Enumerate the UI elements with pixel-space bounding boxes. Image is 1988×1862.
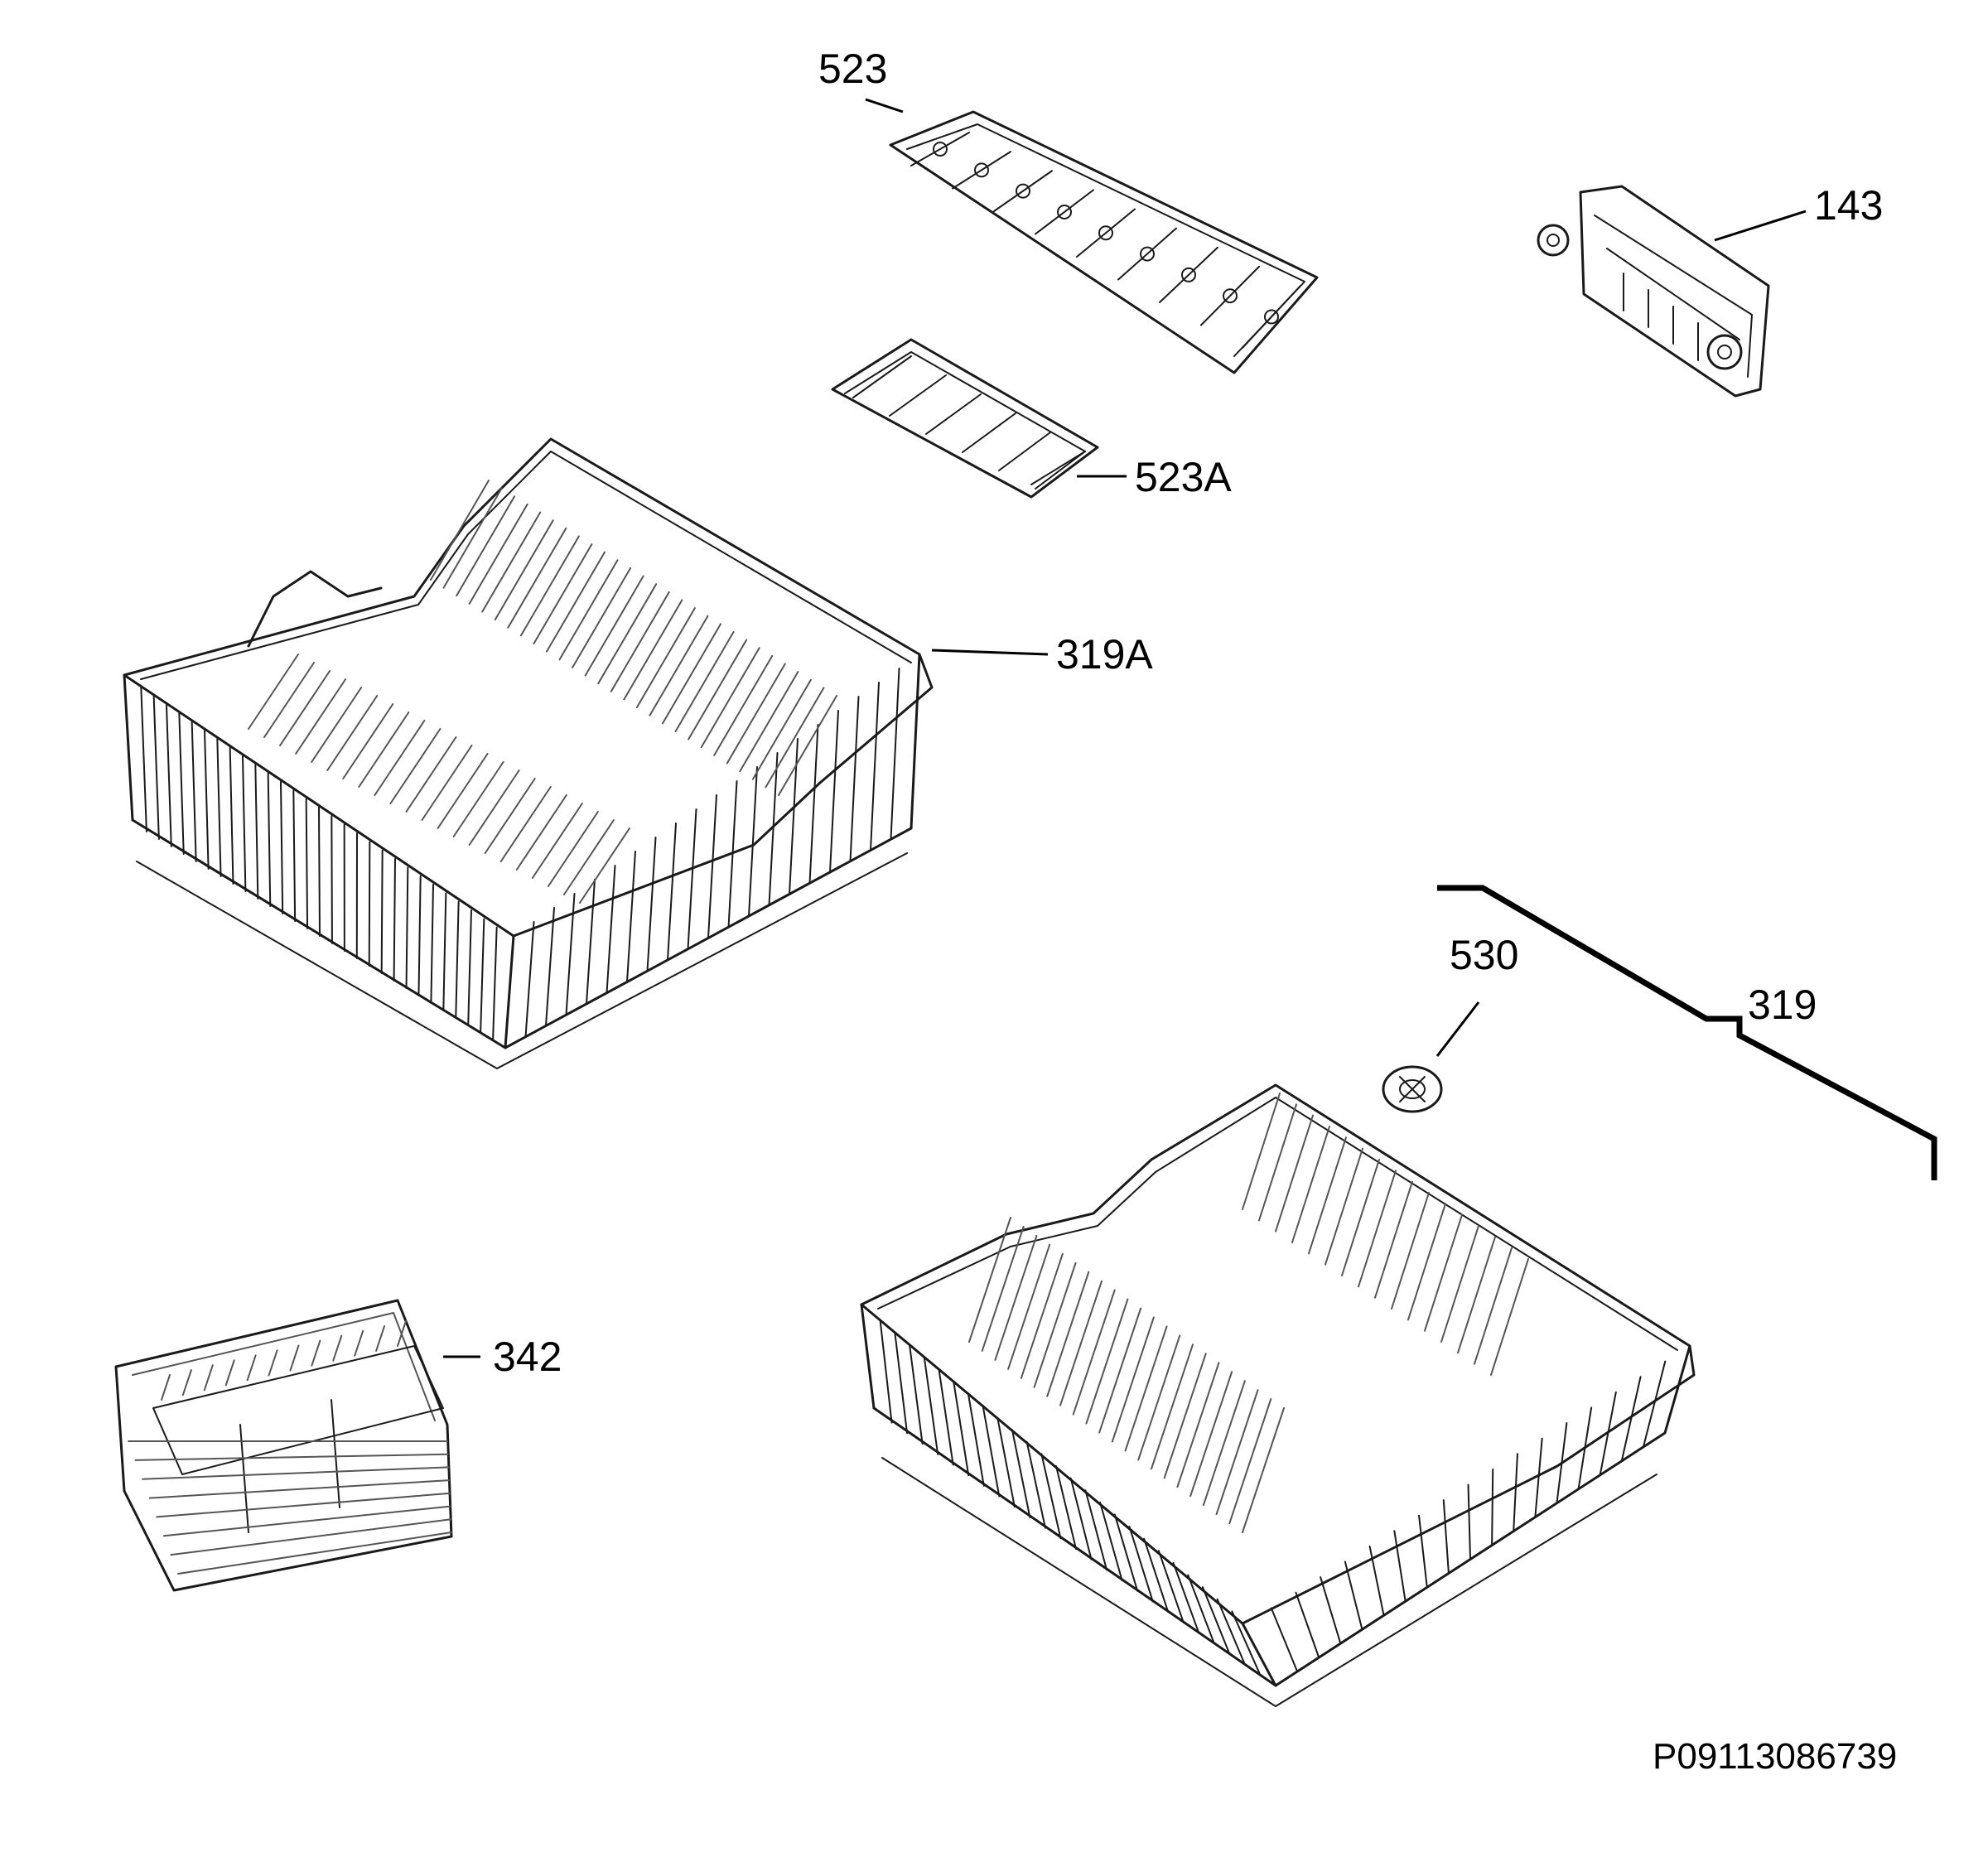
leader-143: [1714, 210, 1807, 242]
leader-lines: [443, 98, 1937, 1358]
callout-523a: 523A: [1135, 454, 1232, 500]
callout-342: 342: [493, 1334, 562, 1380]
leader-319a: [931, 649, 1049, 656]
part-523-tine-strip: [889, 110, 1319, 374]
callout-319: 319: [1748, 982, 1817, 1028]
part-523a-tine-strip: [831, 338, 1099, 499]
part-319a-upper-basket: [123, 437, 934, 1069]
reference-code: P09113086739: [1653, 1736, 1897, 1777]
part-143-rail-bracket: [1537, 185, 1770, 398]
part-319-lower-basket: [860, 1083, 1696, 1707]
callout-523: 523: [818, 46, 887, 92]
callout-143: 143: [1814, 182, 1883, 229]
part-530-wheel: [1382, 1065, 1443, 1113]
callout-530: 530: [1450, 932, 1518, 978]
callout-labels: 523 523A 143 319A 530 319 342: [493, 46, 1883, 1380]
part-342-cutlery-basket: [114, 1299, 453, 1592]
leader-319-bracket: [1437, 885, 1937, 1180]
callout-319a: 319A: [1056, 631, 1153, 678]
leader-523: [865, 98, 904, 113]
leader-530: [1436, 1001, 1480, 1057]
